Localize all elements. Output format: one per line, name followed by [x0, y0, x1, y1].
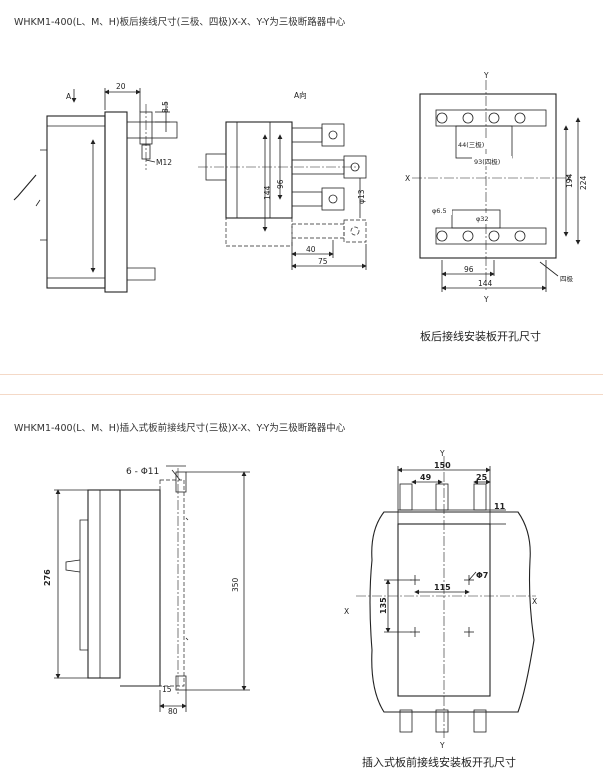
s2-panel-dim-115: 115 [434, 583, 451, 592]
s1-panel-axis-x-right: X [566, 174, 571, 183]
s1-panel-axis-y-bottom: Y [483, 295, 489, 304]
s1-panel-dim-194: 194 [565, 173, 574, 188]
s1-side-dim-20: 20 [116, 82, 126, 91]
s2-side-dim-276: 276 [43, 569, 52, 586]
section-divider-top [0, 374, 603, 375]
section-divider-bottom [0, 394, 603, 395]
s1-panel-dim-96: 96 [464, 265, 474, 274]
s2-panel-axis-y-top: Y [439, 449, 445, 458]
s1-panel-dim-144: 144 [478, 279, 493, 288]
s1-panel-cutout: Y Y X X 44(三极) 93(四极) φ6.5 φ32 194 224 9… [405, 71, 588, 304]
s1-side-thread-m12: M12 [156, 158, 172, 167]
s1-panel-dim-phi32: φ32 [476, 215, 489, 223]
s1-a-view-dim-144: 144 [263, 185, 272, 200]
s1-side-dim-8-5: 8.5 [161, 101, 170, 113]
s1-panel-dim-224: 224 [579, 175, 588, 190]
s2-side-dim-350: 350 [231, 577, 240, 592]
s2-side-view: 6 - Φ11 276 350 15 80 [43, 465, 250, 716]
s2-panel-dim-135: 135 [379, 597, 388, 614]
s1-a-view: A向 96 144 φ13 40 75 [198, 90, 367, 270]
s1-a-view-dim-phi13: φ13 [357, 189, 366, 204]
s2-panel-dim-25: 25 [476, 473, 488, 482]
s1-view-arrow-label: A [66, 92, 72, 101]
section2-title: WHKM1-400(L、M、H)插入式板前接线尺寸(三极)X-X、Y-Y为三极断… [14, 423, 346, 434]
s2-side-dim-15: 15 [162, 685, 172, 694]
s1-panel-axis-x-left: X [405, 174, 410, 183]
s2-panel-axis-x-left: X [344, 607, 349, 616]
s1-a-view-dim-96: 96 [276, 179, 285, 189]
s1-a-view-dim-75: 75 [318, 257, 328, 266]
s1-panel-dim-44: 44(三极) [458, 140, 484, 149]
s2-panel-cutout: Y Y X X 150 49 25 11 Φ7 [344, 449, 537, 750]
s2-panel-dim-150: 150 [434, 461, 451, 470]
s2-panel-dim-phi7: Φ7 [476, 571, 488, 580]
s2-side-holes: 6 - Φ11 [126, 467, 159, 477]
s1-a-view-title: A向 [294, 90, 307, 100]
s1-panel-dim-phi6-5: φ6.5 [432, 207, 447, 215]
s2-panel-axis-x-right: X [532, 597, 537, 606]
s1-panel-dim-93: 93(四极) [474, 157, 500, 166]
s1-panel-four-pole: 四极 [560, 274, 574, 283]
s1-panel-axis-y-top: Y [483, 71, 489, 80]
s2-panel-dim-11: 11 [494, 502, 506, 511]
s1-caption: 板后接线安装板开孔尺寸 [420, 329, 541, 343]
section1-title: WHKM1-400(L、M、H)板后接线尺寸(三极、四极)X-X、Y-Y为三极断… [14, 17, 346, 28]
s1-side-view: 20 8.5 M12 A [13, 82, 178, 293]
s2-panel-axis-y-bottom: Y [439, 741, 445, 750]
s2-panel-dim-49: 49 [420, 473, 432, 482]
s2-side-dim-80: 80 [168, 707, 178, 716]
s2-caption: 插入式板前接线安装板开孔尺寸 [362, 755, 516, 769]
s1-a-view-dim-40: 40 [306, 245, 316, 254]
